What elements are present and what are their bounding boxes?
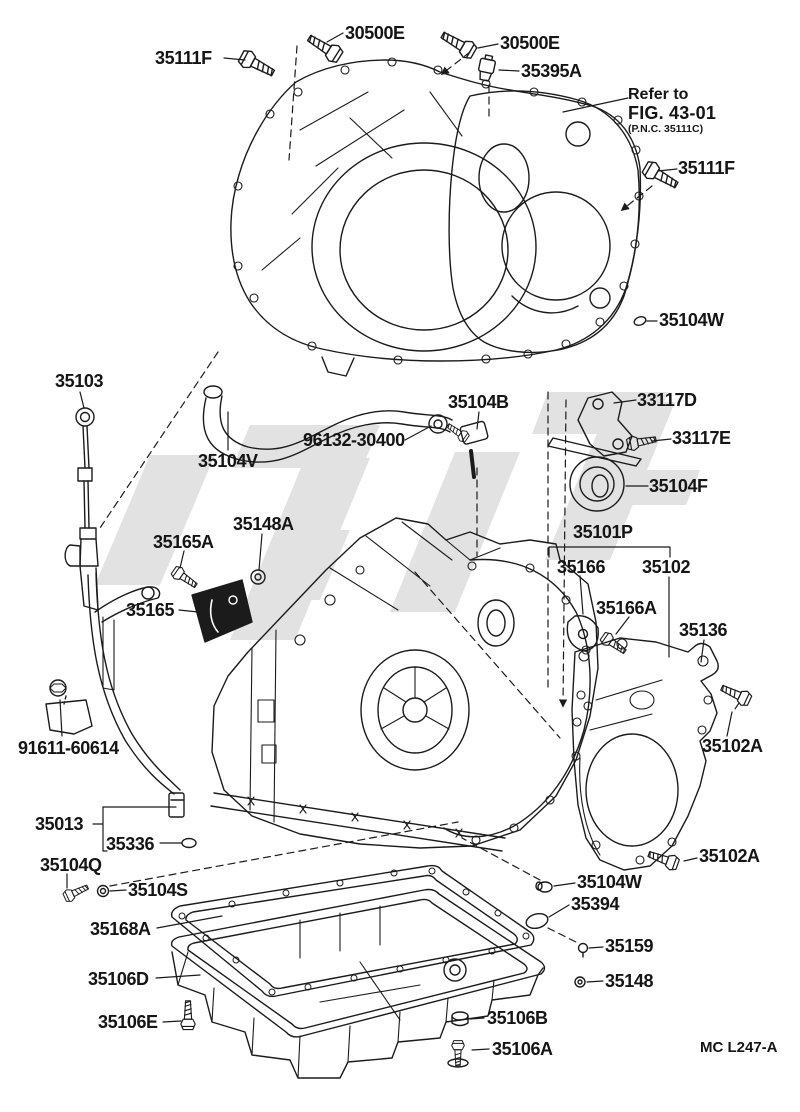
part-35106b [451,1011,469,1027]
part-label-35102A: 35102A [699,846,760,866]
screw-35159 [577,942,589,958]
ring-35104s [96,884,110,898]
part-label-35104V: 35104V [198,451,258,471]
part-label-35106D: 35106D [88,969,149,989]
part-label-35166A: 35166A [596,598,657,618]
dashed-reference-lines [99,45,740,945]
part-label-35111F: 35111F [155,48,212,68]
part-label-35148: 35148 [605,971,654,991]
part-label-35013: 35013 [35,814,84,834]
part-label-35111F: 35111F [678,158,735,178]
part-label-35395A: 35395A [521,61,582,81]
oil-cooler-bracket-drawing [547,391,658,512]
part-label-35136: 35136 [679,620,728,640]
part-label-33117E: 33117E [672,428,731,448]
reference-note-line3: (P.N.C. 35111C) [628,123,704,136]
connector-35104b [459,420,489,445]
figure-code: MC L247-A [700,1039,778,1056]
dipstick-drawing [45,407,197,849]
part-label-33117D: 33117D [637,390,697,410]
part-label-35166: 35166 [557,557,606,577]
part-label-35104S: 35104S [128,880,188,900]
part-label-35104F: 35104F [649,476,708,496]
part-label-30500E: 30500E [345,23,405,43]
part-label-35104W: 35104W [659,310,724,330]
part-label-96132-30400: 96132-30400 [303,430,405,450]
side-cover-drawing [571,637,754,873]
part-label-35165A: 35165A [153,532,214,552]
part-label-35102: 35102 [642,557,691,577]
part-label-35336: 35336 [106,834,155,854]
plug-35104w-upper [633,316,647,326]
pad-35166 [566,615,599,652]
part-label-35168A: 35168A [90,919,151,939]
ring-35148 [574,976,586,988]
ring-35336 [181,837,197,849]
reference-note-line1: Refer to [628,86,689,103]
part-label-35102A: 35102A [702,736,763,756]
sensor-35395a [477,54,497,82]
breather-hose-drawing [202,385,489,479]
rail-bolt-ticks [247,796,463,838]
small-parts-bottom [61,880,589,1068]
clamp-bolt-91611 [49,679,67,697]
pad-35165 [191,579,253,643]
part-label-35106A: 35106A [492,1039,553,1059]
part-label-35106E: 35106E [98,1012,158,1032]
part-label-35104Q: 35104Q [40,855,102,875]
reference-note-line2: FIG. 43-01 [628,102,717,123]
gasket-35394 [525,912,549,930]
oil-pan-drawing [170,888,546,1079]
transaxle-case-drawing [169,517,630,852]
part-label-35394: 35394 [571,894,620,914]
reference-note: Refer to FIG. 43-01 (P.N.C. 35111C) [628,86,716,136]
leader-lines [59,32,733,1051]
part-label-35104B: 35104B [448,392,509,412]
plug-35104w-lower [537,881,553,893]
seal-35104f [569,456,625,512]
part-label-35106B: 35106B [487,1008,548,1028]
clamp-96132 [428,414,448,434]
grommet-35148a [250,569,266,585]
bolt-glyphs-top [236,26,682,194]
part-label-35159: 35159 [605,936,654,956]
part-label-35165: 35165 [126,600,175,620]
part-label-91611-60614: 91611-60614 [18,738,119,758]
part-label-35103: 35103 [55,371,104,391]
part-label-35148A: 35148A [233,514,294,534]
part-label-30500E: 30500E [500,33,560,53]
part-label-35104W: 35104W [577,872,642,892]
clutch-housing-drawing [230,57,647,377]
oil-pan-gasket-drawing [170,864,535,998]
part-label-35101P: 35101P [573,522,633,542]
